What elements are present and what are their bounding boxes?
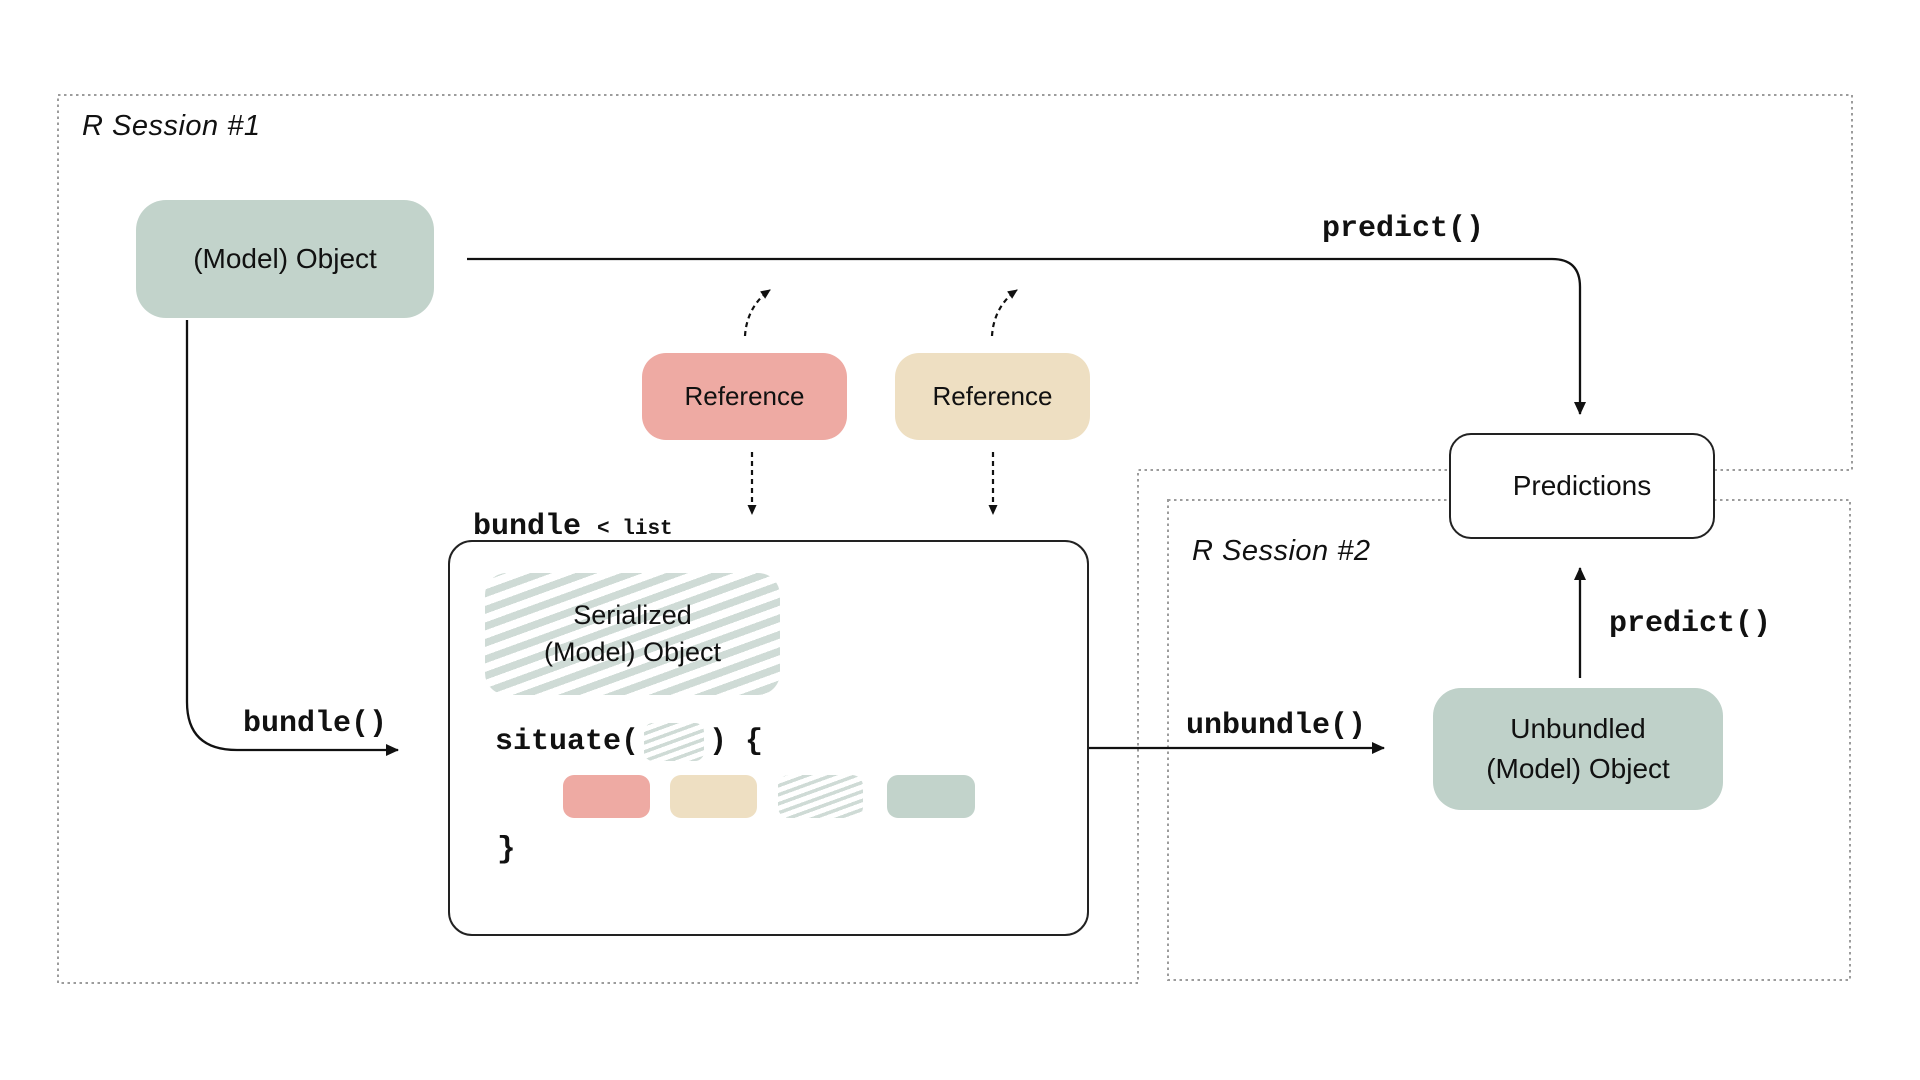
- reference-swatch-tan: [670, 775, 757, 818]
- reference-swatch-red: [563, 775, 650, 818]
- serialized-swatch-striped: [778, 775, 863, 818]
- predict-arrow: [467, 257, 1586, 415]
- predict-right-label: predict(): [1609, 607, 1772, 641]
- unbundled-label-line2: (Model) Object: [1486, 753, 1670, 784]
- reference2-label: Reference: [932, 381, 1053, 411]
- session2-border: [1167, 499, 1851, 981]
- bundle-fn-label: bundle(): [243, 707, 388, 741]
- serialized-inline-swatch: [644, 723, 705, 761]
- session1-label: R Session #1: [82, 110, 261, 142]
- reference2-up-dashed-arrow: [990, 289, 1018, 337]
- bundle-name-label: bundle: [473, 510, 582, 544]
- situate-close-label: ) {: [709, 725, 764, 759]
- reference1-label: Reference: [684, 381, 805, 411]
- model-object-label: (Model) Object: [193, 243, 377, 274]
- unbundled-model-object-box: Unbundled (Model) Object: [1433, 688, 1723, 810]
- serialized-label-line2: (Model) Object: [543, 637, 722, 667]
- session2-label: R Session #2: [1192, 535, 1371, 567]
- predict-top-label: predict(): [1322, 212, 1485, 246]
- serialized-label-line1: Serialized: [573, 600, 692, 630]
- predictions-box: Predictions: [1449, 433, 1715, 539]
- situate-code-line: situate( ) {: [495, 720, 763, 764]
- object-swatch-sage: [887, 775, 975, 818]
- reference2-box: Reference: [895, 353, 1090, 440]
- bundle-arrow: [185, 320, 399, 756]
- closing-brace-label: }: [497, 832, 516, 867]
- model-object-box: (Model) Object: [136, 200, 434, 318]
- unbundled-label-line1: Unbundled: [1510, 713, 1646, 744]
- reference1-up-dashed-arrow: [743, 289, 771, 337]
- bundle-type-label: < list: [597, 518, 673, 541]
- bundle-title: bundle < list: [473, 510, 673, 544]
- situate-open-label: situate(: [495, 725, 640, 759]
- session1-border: [57, 94, 1853, 984]
- reference1-box: Reference: [642, 353, 847, 440]
- predictions-label: Predictions: [1512, 470, 1652, 501]
- unbundle-fn-label: unbundle(): [1186, 709, 1367, 743]
- serialized-model-object-box: Serialized (Model) Object: [485, 573, 780, 695]
